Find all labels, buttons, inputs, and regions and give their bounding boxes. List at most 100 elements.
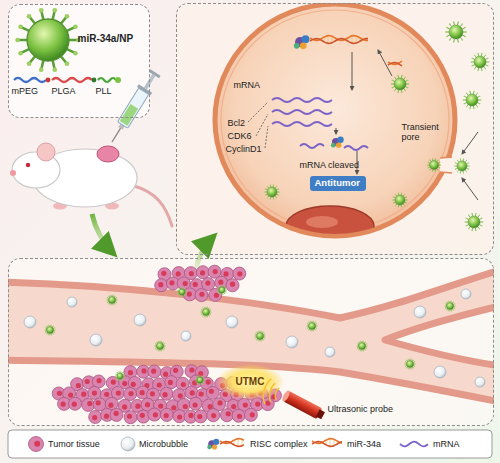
nanoparticle — [217, 285, 227, 295]
nanoparticle — [454, 158, 470, 173]
molecule-label: mRNA — [234, 80, 261, 90]
risc-complex — [207, 439, 219, 450]
pore-label: Transient pore — [402, 122, 446, 143]
process-label: mRNA cleaved — [300, 160, 360, 170]
nanoparticle — [306, 320, 317, 331]
polymer-label: PLL — [96, 86, 112, 96]
tumor-cell — [165, 376, 178, 389]
nanoparticle — [445, 21, 467, 42]
legend-box — [8, 430, 492, 458]
tumor-cell — [29, 437, 44, 452]
tumor-cell — [233, 267, 246, 280]
nanoparticle — [264, 184, 280, 199]
microbubble — [475, 377, 485, 387]
panel-ground — [176, 3, 494, 255]
microbubble — [461, 289, 471, 299]
tumor-cell — [155, 279, 168, 292]
mirna-duplex — [220, 439, 244, 447]
vessel-panel: UTMCUltrasonic probe — [8, 258, 494, 426]
mirna-duplex — [310, 36, 368, 44]
tumor-cell — [232, 409, 245, 422]
tumor-cell — [160, 408, 173, 421]
panel-ground — [8, 4, 150, 118]
nanoparticle — [200, 306, 211, 317]
polymer-label: mPEG — [12, 86, 39, 96]
nanoparticle — [391, 75, 410, 93]
particle-label: miR-34a/NP — [78, 33, 134, 45]
microbubble — [134, 314, 146, 326]
tumor-cell — [82, 398, 95, 411]
nanoparticle — [106, 294, 117, 305]
flow-arrow — [92, 214, 114, 254]
microbubble — [325, 347, 335, 357]
nanoparticle — [44, 324, 55, 335]
nanoparticle — [356, 340, 367, 351]
tumor-cell — [124, 411, 137, 424]
nanoparticle — [177, 287, 187, 297]
nanoparticle — [463, 91, 482, 109]
nanoparticle — [115, 371, 125, 381]
legend-label: RISC complex — [250, 439, 308, 449]
flow-arrow — [196, 236, 214, 270]
microbubble — [226, 316, 238, 328]
tumor-cell — [148, 408, 161, 421]
tumor-cell — [189, 397, 202, 410]
tumor-cell — [110, 408, 123, 421]
microbubble — [434, 366, 446, 378]
legend-label: mRNA — [433, 439, 460, 449]
tumor-cell — [220, 409, 233, 422]
tumor-cell — [207, 409, 220, 422]
tumor-cell — [160, 387, 173, 400]
gene-label: CyclinD1 — [226, 144, 262, 154]
tumor-cell — [183, 288, 196, 301]
mrna-strand — [400, 442, 428, 447]
ultrasound-wave — [275, 387, 280, 400]
polymer-label: PLGA — [52, 86, 76, 96]
nanoparticle — [444, 300, 455, 311]
tumor-cell — [206, 386, 219, 399]
microbubble — [414, 306, 426, 318]
tumor-cell — [124, 388, 137, 401]
tumor-cell — [148, 365, 161, 378]
tumor-cell — [244, 408, 257, 421]
nanoparticle — [254, 330, 265, 341]
tumor-cell — [89, 410, 102, 423]
microbubble — [181, 331, 191, 341]
effect-box: Antitumor — [310, 176, 366, 191]
microbubble — [67, 297, 77, 307]
microbubble — [121, 437, 135, 451]
cell-illustration — [215, 4, 478, 246]
syringe — [105, 68, 162, 146]
mirna-duplex — [312, 439, 342, 447]
nanoparticle — [392, 192, 408, 207]
ultrasound-wave — [269, 383, 276, 403]
tumor-cell — [88, 386, 101, 399]
cell-panel: AntitumormRNABcl2CDK6CyclinD1mRNA cleave… — [176, 3, 494, 255]
gene-label: CDK6 — [228, 131, 252, 141]
nanoparticle — [154, 340, 165, 351]
effect-label: Antitumor — [315, 178, 360, 189]
nanoparticle — [427, 158, 441, 172]
risc-complex — [294, 35, 310, 49]
mirna-duplex — [388, 61, 402, 66]
nanoparticle — [471, 53, 490, 71]
tumor-cell — [226, 279, 239, 292]
legend-label: Tumor tissue — [48, 439, 100, 449]
microbubble — [24, 316, 36, 328]
tumor-cell — [195, 289, 208, 302]
tumor-cell — [194, 410, 207, 423]
nanoparticle — [195, 375, 205, 385]
microbubble — [90, 334, 102, 346]
nanoparticle — [15, 8, 81, 72]
vessel-illustration — [8, 265, 494, 424]
microbubble — [286, 336, 298, 348]
tumor-cell — [69, 397, 82, 410]
legend-label: miR-34a — [347, 439, 381, 449]
legend-label: Microbubble — [139, 439, 188, 449]
mouse — [10, 143, 172, 226]
polymer-strand — [14, 77, 121, 83]
inset-panel: miR-34a/NP mPEG PLGA PLL — [8, 4, 150, 118]
device-label: Ultrasonic probe — [328, 404, 394, 414]
risc-complex — [331, 137, 344, 148]
